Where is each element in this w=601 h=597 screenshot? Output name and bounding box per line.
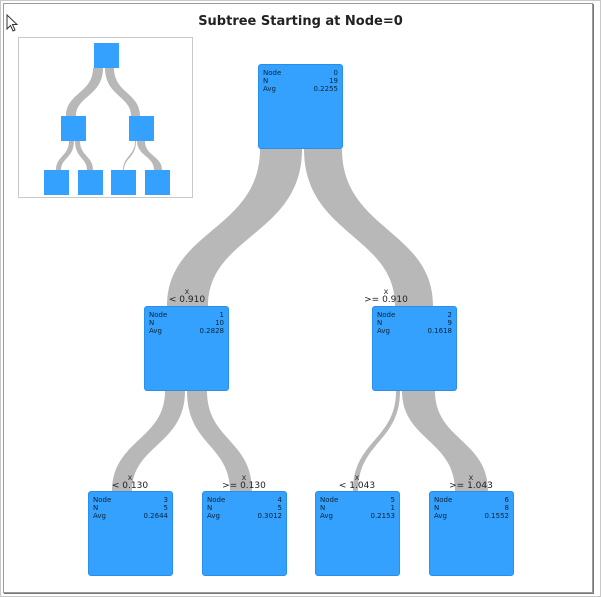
n-label: N: [93, 504, 99, 512]
node-id: 1: [219, 311, 224, 319]
avg-label: Avg: [93, 512, 106, 520]
overview-branch-0-1: [66, 68, 103, 116]
split-label-node-5: x < 1.043: [317, 473, 397, 491]
node-id: 2: [447, 311, 452, 319]
node-avg: 0.2255: [313, 85, 339, 93]
n-label: N: [263, 77, 269, 85]
n-label: N: [377, 319, 383, 327]
tree-node-2[interactable]: Node 2 N 9 Avg 0.1618: [372, 306, 457, 391]
n-label: N: [320, 504, 326, 512]
branch-2-6: [402, 391, 488, 491]
split-label-node-3: x < 0.130: [90, 473, 170, 491]
overview-tree: [44, 43, 170, 195]
avg-label: Avg: [263, 85, 276, 93]
split-variable: x: [383, 287, 389, 296]
branch-1-4: [187, 391, 252, 491]
node-label: Node: [320, 496, 339, 504]
tree-node-0[interactable]: Node 0 N 19 Avg 0.2255: [258, 64, 343, 149]
node-n: 8: [504, 504, 509, 512]
overview-node-5: [111, 170, 136, 195]
node-label: Node: [93, 496, 112, 504]
overview-node-1: [61, 116, 86, 141]
node-n: 1: [390, 504, 395, 512]
split-condition: < 1.043: [338, 481, 376, 491]
node-label: Node: [434, 496, 453, 504]
node-id: 6: [504, 496, 509, 504]
node-id: 3: [163, 496, 168, 504]
tree-node-3[interactable]: Node 3 N 5 Avg 0.2644: [88, 491, 173, 576]
node-n: 9: [447, 319, 452, 327]
split-condition: >= 1.043: [449, 481, 493, 491]
node-n: 5: [163, 504, 168, 512]
split-condition: < 0.130: [111, 481, 149, 491]
n-label: N: [149, 319, 155, 327]
node-label: Node: [377, 311, 396, 319]
branch-0-1: [167, 149, 302, 306]
overview-node-2: [129, 116, 154, 141]
node-n: 5: [277, 504, 282, 512]
node-avg: 0.1552: [484, 512, 510, 520]
branch-0-2: [304, 149, 433, 306]
split-variable: x: [184, 287, 190, 296]
node-avg: 0.1618: [427, 327, 453, 335]
node-n: 10: [215, 319, 224, 327]
split-condition: >= 0.130: [222, 481, 266, 491]
n-label: N: [207, 504, 213, 512]
overview-branch-1-3: [56, 141, 74, 170]
branch-2-5: [353, 391, 400, 491]
node-label: Node: [207, 496, 226, 504]
split-variable: x: [468, 473, 474, 482]
node-avg: 0.3012: [257, 512, 283, 520]
overview-branch-1-4: [75, 141, 93, 170]
n-label: N: [434, 504, 440, 512]
node-avg: 0.2828: [199, 327, 225, 335]
avg-label: Avg: [377, 327, 390, 335]
tree-node-5[interactable]: Node 5 N 1 Avg 0.2153: [315, 491, 400, 576]
node-avg: 0.2644: [143, 512, 169, 520]
overview-node-3: [44, 170, 69, 195]
avg-label: Avg: [434, 512, 447, 520]
split-label-node-4: x >= 0.130: [204, 473, 284, 491]
split-variable: x: [354, 473, 360, 482]
overview-node-6: [145, 170, 170, 195]
tree-node-1[interactable]: Node 1 N 10 Avg 0.2828: [144, 306, 229, 391]
overview-branch-2-5: [123, 141, 136, 170]
tree-node-4[interactable]: Node 4 N 5 Avg 0.3012: [202, 491, 287, 576]
split-label-node-1: x < 0.910: [147, 287, 227, 305]
overview-map[interactable]: [18, 37, 193, 198]
overview-node-4: [78, 170, 103, 195]
split-condition: >= 0.910: [364, 295, 408, 305]
split-variable: x: [127, 473, 133, 482]
split-label-node-2: x >= 0.910: [346, 287, 426, 305]
avg-label: Avg: [149, 327, 162, 335]
split-variable: x: [241, 473, 247, 482]
node-label: Node: [263, 69, 282, 77]
node-id: 4: [277, 496, 282, 504]
avg-label: Avg: [320, 512, 333, 520]
chart-title: Subtree Starting at Node=0: [198, 14, 403, 29]
avg-label: Avg: [207, 512, 220, 520]
node-id: 5: [390, 496, 395, 504]
node-id: 0: [333, 69, 338, 77]
split-label-node-6: x >= 1.043: [431, 473, 511, 491]
overview-branch-0-2: [105, 68, 140, 116]
branch-1-3: [112, 391, 185, 491]
overview-node-0: [94, 43, 119, 68]
node-avg: 0.2153: [370, 512, 396, 520]
tree-node-6[interactable]: Node 6 N 8 Avg 0.1552: [429, 491, 514, 576]
overview-branch-2-6: [137, 141, 162, 170]
node-n: 19: [329, 77, 338, 85]
split-condition: < 0.910: [168, 295, 206, 305]
arrow-cursor-icon: [6, 14, 19, 32]
node-label: Node: [149, 311, 168, 319]
